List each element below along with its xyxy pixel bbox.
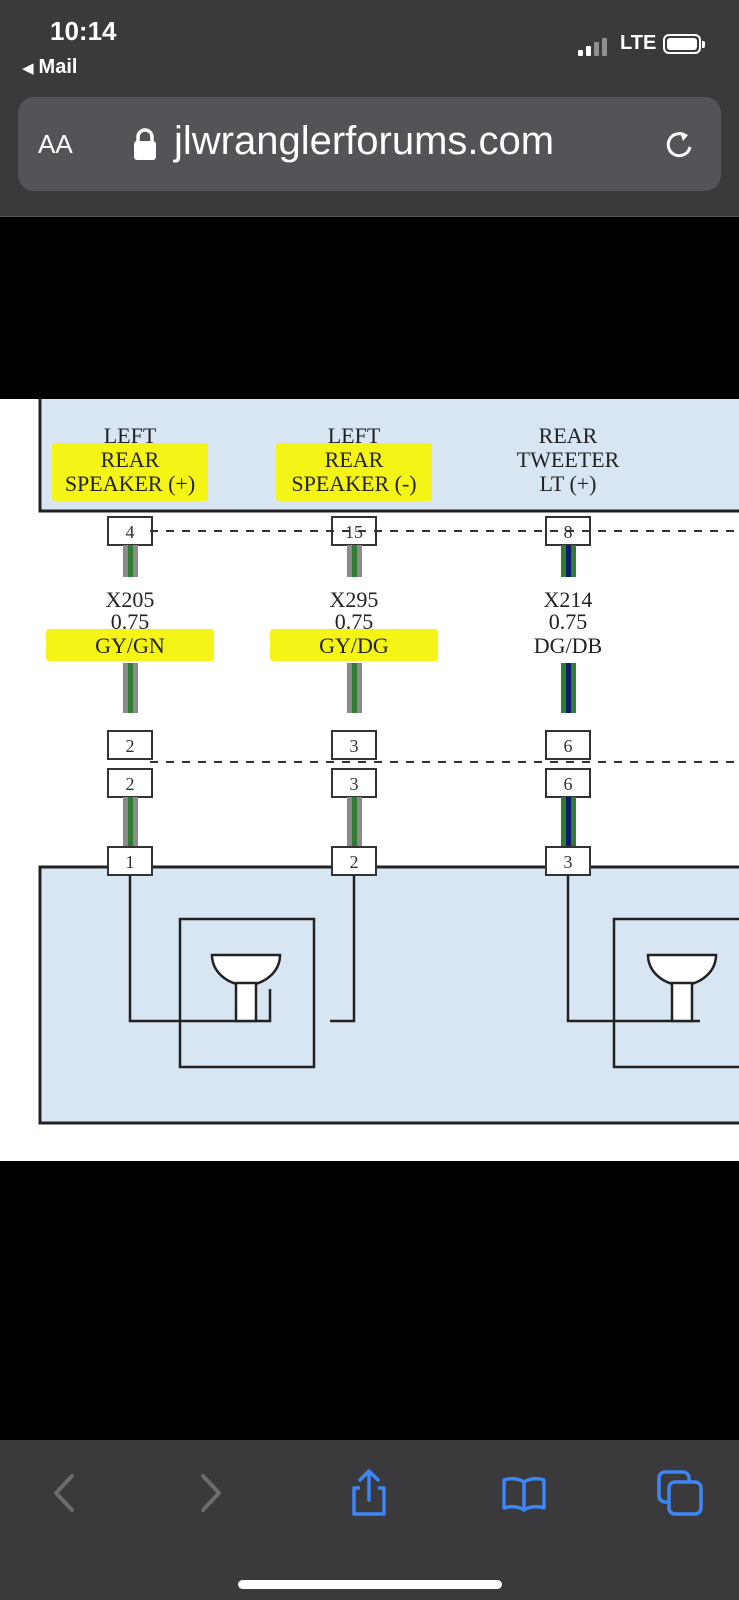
color-code-highlight xyxy=(270,629,438,661)
wire-strand xyxy=(566,663,571,713)
back-triangle-icon: ◀ xyxy=(22,60,34,77)
speaker-magnet xyxy=(234,981,258,1023)
mid-pin-lower: 6 xyxy=(564,774,573,794)
wire-strand xyxy=(128,663,133,713)
wire-strand xyxy=(133,663,138,713)
column-label-line: SPEAKER (+) xyxy=(65,471,195,496)
wire-color-code: GY/GN xyxy=(95,633,165,658)
back-chevron-icon[interactable] xyxy=(40,1468,90,1518)
wire-strand xyxy=(561,797,566,847)
mid-pin-lower-box xyxy=(331,768,377,798)
mid-pin-upper: 6 xyxy=(564,736,573,756)
column-label-line: LEFT xyxy=(104,423,157,448)
bottom-pin: 1 xyxy=(126,852,135,872)
wire-strand xyxy=(133,545,138,577)
wire-strand xyxy=(133,797,138,847)
wire-strand xyxy=(352,797,357,847)
home-indicator xyxy=(238,1580,502,1589)
safari-top-bar: 10:14 ◀Mail LTE AA jlwranglerforums.com xyxy=(0,0,739,217)
wire-strand xyxy=(352,545,357,577)
bottom-pin-box xyxy=(331,846,377,876)
wire-strand xyxy=(561,663,566,713)
column-label-line: TWEETER xyxy=(517,447,620,472)
wire-id: X214 xyxy=(544,587,593,612)
wire-color-code: GY/DG xyxy=(319,633,389,658)
back-app-label: Mail xyxy=(38,56,78,78)
cellular-signal-icon xyxy=(578,36,618,56)
tweeter-body-box xyxy=(612,917,739,1069)
lock-icon xyxy=(134,128,156,160)
wire-strand xyxy=(357,663,362,713)
mid-pin-upper-box xyxy=(545,730,591,760)
address-bar[interactable]: AA jlwranglerforums.com xyxy=(18,97,721,191)
color-code-highlight xyxy=(46,629,214,661)
wire-strand xyxy=(347,663,352,713)
wire-strand xyxy=(357,797,362,847)
wire-strand xyxy=(561,545,566,577)
wire-strand xyxy=(347,545,352,577)
wire-gauge: 0.75 xyxy=(549,609,588,634)
mid-pin-lower: 3 xyxy=(350,774,359,794)
bookmarks-icon[interactable] xyxy=(499,1468,549,1518)
wire-strand xyxy=(128,797,133,847)
wire-id: X205 xyxy=(106,587,155,612)
wire-strand xyxy=(347,797,352,847)
safari-bottom-toolbar xyxy=(0,1440,739,1600)
wire-strand xyxy=(571,797,576,847)
mid-pin-lower-box xyxy=(545,768,591,798)
wire-color-code: DG/DB xyxy=(534,633,602,658)
column-label-line: LEFT xyxy=(328,423,381,448)
tabs-icon[interactable] xyxy=(655,1468,705,1518)
battery-icon xyxy=(663,34,705,54)
label-highlight xyxy=(52,443,208,501)
mid-pin-upper-box xyxy=(107,730,153,760)
wire-strand xyxy=(352,663,357,713)
column-label-line: LT (+) xyxy=(539,471,596,496)
text-size-button[interactable]: AA xyxy=(38,129,73,159)
wire-strand xyxy=(566,797,571,847)
share-icon[interactable] xyxy=(344,1468,394,1518)
top-pin: 15 xyxy=(345,522,363,542)
back-to-mail-link[interactable]: ◀Mail xyxy=(22,56,77,79)
mid-pin-upper: 2 xyxy=(126,736,135,756)
wire-strand xyxy=(123,663,128,713)
mid-pin-upper-box xyxy=(331,730,377,760)
wire-strand xyxy=(571,663,576,713)
column-label-line: REAR xyxy=(325,447,384,472)
wire-strand xyxy=(128,545,133,577)
speaker-wire-left xyxy=(128,875,272,1023)
label-highlight xyxy=(276,443,432,501)
reload-icon[interactable] xyxy=(662,127,698,163)
column-label-line: REAR xyxy=(539,423,598,448)
wire-strand xyxy=(357,545,362,577)
wire-strand xyxy=(571,545,576,577)
tweeter-wire xyxy=(566,875,700,1023)
tweeter-magnet xyxy=(670,981,694,1023)
column-label-line: REAR xyxy=(101,447,160,472)
speaker-body-box xyxy=(178,917,316,1069)
wire-strand xyxy=(123,797,128,847)
status-time: 10:14 xyxy=(50,16,117,46)
speaker-wire-right xyxy=(330,875,356,1023)
url-domain[interactable]: jlwranglerforums.com xyxy=(174,119,555,163)
mid-pin-lower: 2 xyxy=(126,774,135,794)
speaker-panel xyxy=(38,865,739,1125)
wire-strand xyxy=(123,545,128,577)
bottom-pin: 3 xyxy=(564,852,573,872)
column-label-line: SPEAKER (-) xyxy=(291,471,416,496)
mid-pin-lower-box xyxy=(107,768,153,798)
wire-id: X295 xyxy=(330,587,379,612)
bottom-pin: 2 xyxy=(350,852,359,872)
top-pin: 4 xyxy=(126,522,135,542)
forward-chevron-icon[interactable] xyxy=(185,1468,235,1518)
network-type: LTE xyxy=(620,32,657,54)
wire-strand xyxy=(566,545,571,577)
mid-pin-upper: 3 xyxy=(350,736,359,756)
